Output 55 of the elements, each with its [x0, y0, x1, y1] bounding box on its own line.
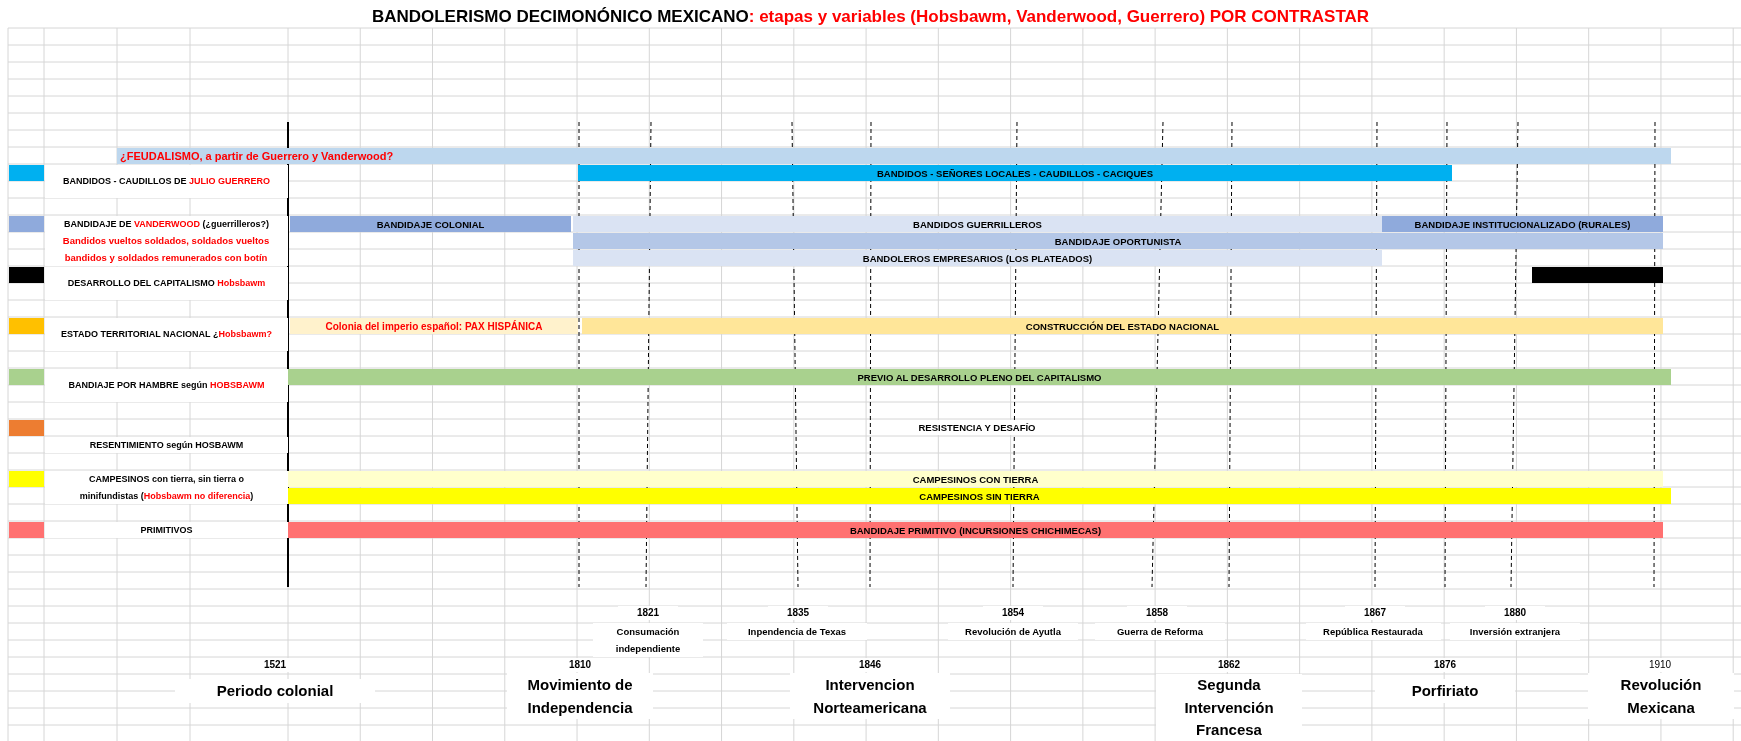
timeline-bar	[288, 471, 1663, 487]
legend-label: CAMPESINOS con tierra, sin tierra o minifundistas (Hobsbawm no diferencia)	[78, 472, 255, 503]
year-label: 1858	[1127, 606, 1187, 620]
legend-label: BANDIAJE POR HAMBRE según HOBSBAWM	[68, 379, 265, 392]
timeline-bar	[117, 148, 1671, 164]
year-label: 1835	[768, 606, 828, 620]
bar-label: BANDIDOS - SEÑORES LOCALES - CAUDILLOS - CACIQUES	[876, 167, 1153, 179]
timeline-bar	[573, 250, 1382, 266]
timeline-bar	[578, 165, 1452, 181]
bar-label: BANDIDAJE COLONIAL	[376, 218, 485, 230]
timeline-bar	[582, 318, 1663, 334]
period-label: Segunda Intervención Francesa	[1156, 674, 1302, 741]
period-label: Periodo colonial	[175, 679, 375, 703]
bar-label: BANDIDOS GUERRILLEROS	[913, 218, 1042, 230]
bar-label: ¿FEUDALISMO, a partir de Guerrero y Vanderwood?	[120, 150, 394, 162]
timeline-bar	[573, 216, 1382, 232]
legend-label: DESARROLLO DEL CAPITALISMO Hobsbawm	[67, 277, 266, 290]
bar-label: BANDOLEROS EMPRESARIOS (LOS PLATEADOS)	[862, 252, 1093, 264]
year-label: 1854	[983, 606, 1043, 620]
period-label: Porfiriato	[1375, 679, 1515, 703]
legend-label: PRIMITIVOS	[140, 523, 193, 537]
bar-label: CONSTRUCCIÓN DEL ESTADO NACIONAL	[1025, 320, 1220, 332]
legend-label: RESENTIMIENTO según HOSBAWM	[89, 438, 244, 452]
year-label: 1821	[618, 606, 678, 620]
subtitle: : etapas y variables (Hobsbawm, Vanderwood, Guerrero) POR CONTRASTAR	[748, 7, 1370, 27]
timeline-bar	[288, 369, 1671, 385]
bar-label: BANDIDAJE INSTITUCIONALIZADO (RURALES)	[1414, 218, 1631, 230]
year-label: 1880	[1485, 606, 1545, 620]
note-text: Bandidos vueltos soldados, soldados vueltos bandidos y soldados remunerados con botín	[44, 232, 288, 266]
event-label: República Restaurada	[1305, 623, 1441, 640]
year-label: 1867	[1345, 606, 1405, 620]
timeline-bar	[573, 233, 1663, 249]
event-label: Inpendencia de Texas	[727, 623, 867, 640]
bar-label: BANDIDAJE PRIMITIVO (INCURSIONES CHICHIMECAS)	[849, 524, 1102, 536]
legend-label: ESTADO TERRITORIAL NACIONAL ¿Hobsbawm?	[61, 328, 272, 341]
legend-label: BANDIDAJE DE VANDERWOOD (¿guerrilleros?)	[63, 217, 270, 231]
event-label: Inversión extranjera	[1450, 623, 1580, 640]
bar-label: CAMPESINOS SIN TIERRA	[919, 490, 1040, 502]
period-label: Movimiento de Independencia	[507, 673, 653, 719]
timeline-bar	[290, 318, 578, 334]
timeline-bar	[290, 216, 571, 232]
timeline-bar	[1532, 267, 1663, 283]
period-label: Revolución Mexicana	[1588, 673, 1734, 719]
timeline-bar	[1382, 216, 1663, 232]
legend-label: BANDIDOS - CAUDILLOS DE JULIO GUERRERO	[63, 175, 270, 188]
event-label: Guerra de Reforma	[1095, 623, 1225, 640]
event-label: Consumación independiente	[593, 623, 703, 657]
period-label: Intervencion Norteamericana	[790, 673, 950, 719]
bar-label: CAMPESINOS CON TIERRA	[912, 473, 1039, 485]
event-label: Revolución de Ayutla	[948, 623, 1078, 640]
bar-label: BANDIDAJE OPORTUNISTA	[1054, 235, 1182, 247]
bar-label: Colonia del imperio español: PAX HISPÁNICA	[325, 320, 543, 332]
timeline-bar	[288, 488, 1671, 504]
timeline-bar	[288, 522, 1663, 538]
bar-label: PREVIO AL DESARROLLO PLENO DEL CAPITALISMO	[857, 371, 1102, 383]
